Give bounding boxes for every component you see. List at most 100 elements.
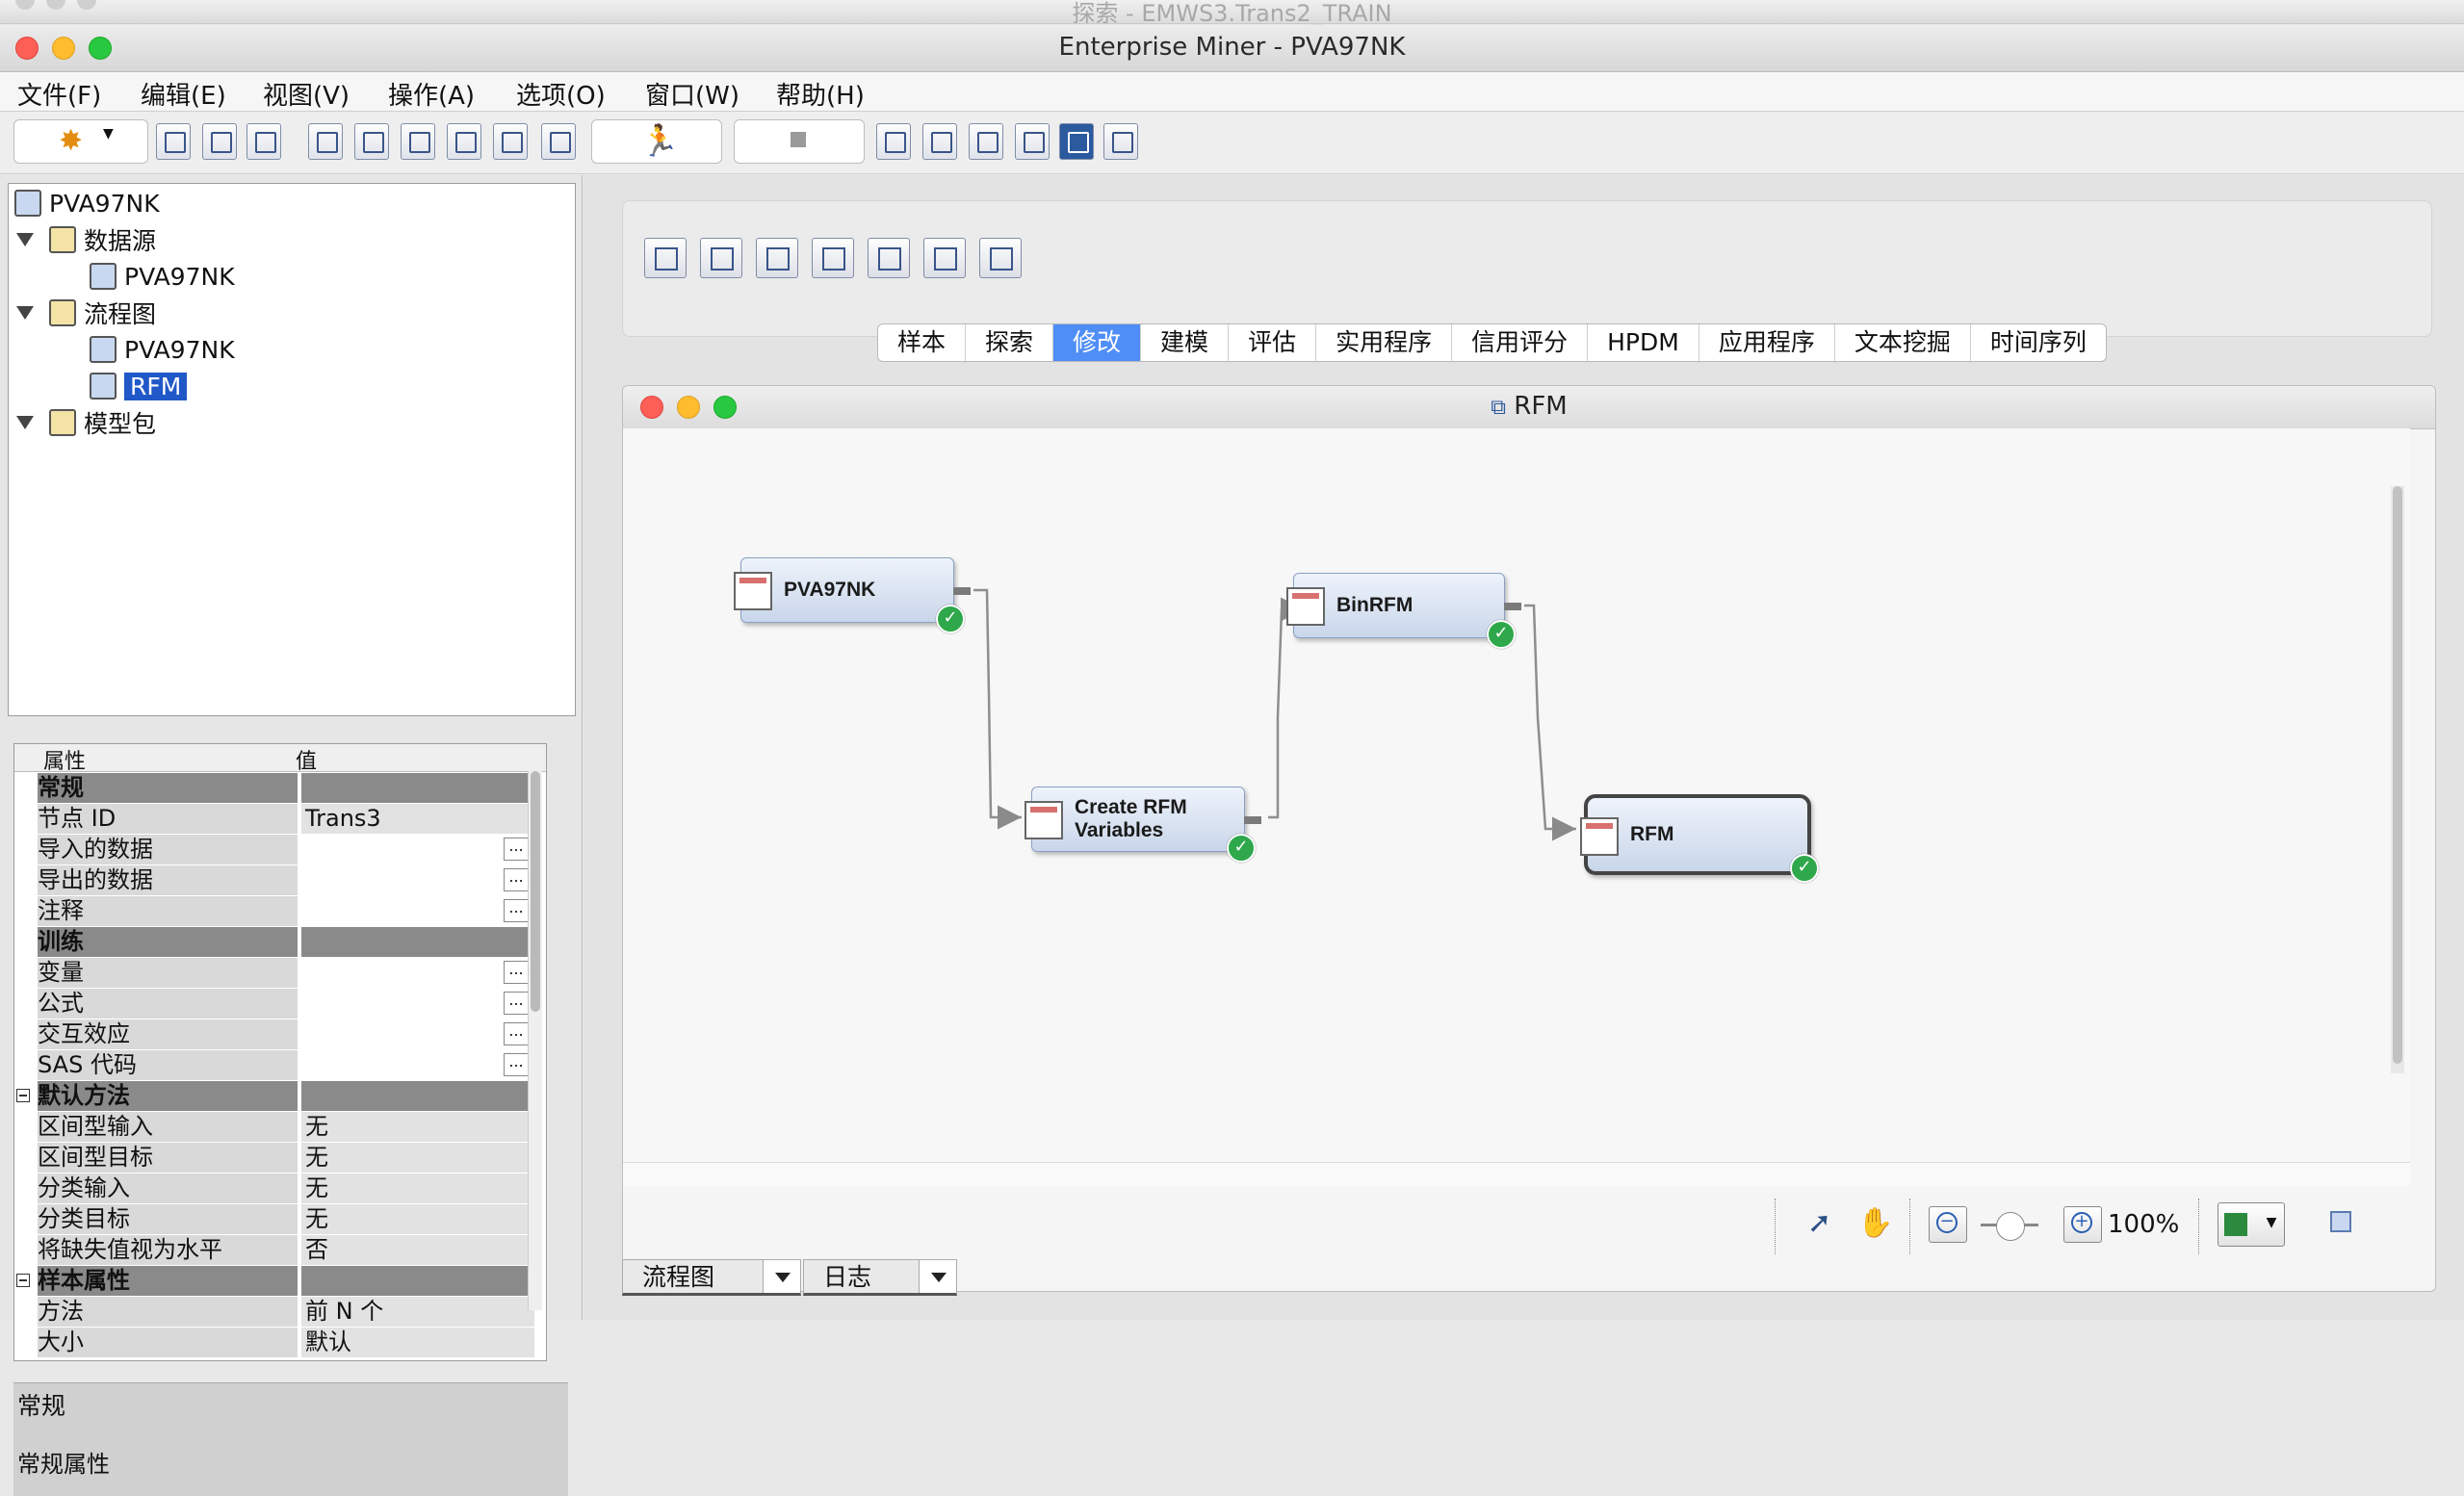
ellipsis-button[interactable]: ...: [504, 961, 529, 984]
property-group-row[interactable]: 默认方法: [14, 1081, 534, 1112]
node-rfm-selected[interactable]: RFM ✓: [1580, 794, 1819, 883]
tree-datasource-folder[interactable]: 数据源: [16, 222, 156, 257]
expand-triangle-icon[interactable]: [16, 306, 34, 320]
help-book-button[interactable]: [1103, 123, 1138, 160]
menu-edit[interactable]: 编辑(E): [141, 82, 226, 111]
tab-category-5[interactable]: 实用程序: [1316, 324, 1453, 361]
expand-triangle-icon[interactable]: [16, 233, 34, 246]
pane-splitter-top[interactable]: [8, 545, 574, 560]
collapse-toggle-icon[interactable]: [16, 1274, 30, 1287]
property-row[interactable]: 将缺失值视为水平否: [14, 1235, 534, 1266]
new-item-dropdown[interactable]: ✸ ▼: [13, 119, 148, 164]
menu-window[interactable]: 窗口(W): [645, 82, 739, 111]
zoom-in-button[interactable]: +: [2063, 1206, 2102, 1243]
property-value[interactable]: [301, 896, 534, 926]
ellipsis-button[interactable]: ...: [504, 992, 529, 1015]
new-project-button[interactable]: [308, 123, 343, 160]
close-diagram-button[interactable]: [640, 396, 663, 419]
ellipsis-button[interactable]: ...: [504, 1053, 529, 1076]
diagram-mode-button[interactable]: [1059, 123, 1094, 160]
close-window-button[interactable]: [15, 37, 39, 60]
property-value[interactable]: [301, 1019, 534, 1049]
property-row[interactable]: 导出的数据...: [14, 865, 534, 896]
ellipsis-button[interactable]: ...: [504, 1022, 529, 1045]
property-row[interactable]: 导入的数据...: [14, 835, 534, 865]
results-button[interactable]: [876, 123, 911, 160]
property-group-row[interactable]: 样本属性: [14, 1266, 534, 1297]
property-row[interactable]: 交互效应...: [14, 1019, 534, 1050]
layout-dropdown-button[interactable]: ▼: [2218, 1202, 2285, 1247]
collapse-toggle-icon[interactable]: [16, 1089, 30, 1102]
menu-file[interactable]: 文件(F): [17, 82, 102, 111]
interactive-binning-tool-button[interactable]: [756, 238, 798, 278]
menu-options[interactable]: 选项(O): [516, 82, 606, 111]
property-value[interactable]: [301, 835, 534, 864]
tab-category-2[interactable]: 修改: [1053, 324, 1142, 361]
tab-category-3[interactable]: 建模: [1141, 324, 1230, 361]
server-button[interactable]: [1015, 123, 1050, 160]
property-value[interactable]: [301, 958, 534, 988]
tree-diagram-folder[interactable]: 流程图: [16, 296, 156, 330]
output-port[interactable]: [953, 587, 971, 595]
ellipsis-button[interactable]: ...: [504, 838, 529, 861]
tree-diagram-item-pva97nk[interactable]: PVA97NK: [90, 332, 235, 367]
window-button[interactable]: [969, 123, 1003, 160]
tree-model-folder[interactable]: 模型包: [16, 405, 156, 440]
property-row[interactable]: 分类目标无: [14, 1204, 534, 1235]
chevron-down-icon[interactable]: [919, 1260, 956, 1293]
tab-log[interactable]: 日志: [803, 1259, 957, 1296]
transform-variables-tool-button[interactable]: [979, 238, 1022, 278]
ellipsis-button[interactable]: ...: [504, 868, 529, 891]
properties-scrollbar[interactable]: [528, 771, 542, 1310]
node-binrfm[interactable]: BinRFM ✓: [1286, 573, 1521, 649]
node-pva97nk[interactable]: PVA97NK ✓: [734, 557, 971, 633]
impute-tool-button[interactable]: [700, 238, 742, 278]
property-value[interactable]: [301, 1050, 534, 1080]
diagram-scrollbar[interactable]: [2391, 486, 2404, 1073]
output-port[interactable]: [1244, 816, 1261, 824]
refresh-button[interactable]: [922, 123, 957, 160]
tab-category-7[interactable]: HPDM: [1588, 324, 1699, 361]
property-row[interactable]: 分类输入无: [14, 1174, 534, 1204]
property-value[interactable]: [301, 989, 534, 1019]
explore-button[interactable]: [493, 123, 528, 160]
tab-flowchart[interactable]: 流程图: [622, 1259, 801, 1296]
property-value[interactable]: [301, 865, 534, 895]
paste-button[interactable]: [202, 123, 237, 160]
hand-pan-icon[interactable]: ✋: [1857, 1206, 1894, 1240]
pointer-tool-icon[interactable]: ➚: [1807, 1206, 1832, 1240]
property-row[interactable]: 变量...: [14, 958, 534, 989]
property-row[interactable]: 大小默认: [14, 1328, 534, 1358]
property-row[interactable]: 区间型目标无: [14, 1143, 534, 1174]
delete-button[interactable]: [246, 123, 281, 160]
copy-button[interactable]: [156, 123, 191, 160]
chevron-down-icon[interactable]: [763, 1260, 800, 1293]
tab-category-6[interactable]: 信用评分: [1452, 324, 1589, 361]
zoom-out-button[interactable]: −: [1929, 1206, 1967, 1243]
open-folder-button[interactable]: [541, 123, 576, 160]
tree-root[interactable]: PVA97NK: [14, 186, 160, 220]
replacement-tool-button[interactable]: [868, 238, 910, 278]
new-diagram-button[interactable]: [354, 123, 389, 160]
expand-triangle-icon[interactable]: [16, 416, 34, 429]
property-row[interactable]: 方法前 N 个: [14, 1297, 534, 1328]
tab-category-4[interactable]: 评估: [1229, 324, 1317, 361]
horizontal-scroll-strip[interactable]: [623, 1162, 2410, 1186]
minimize-window-button[interactable]: [52, 37, 75, 60]
overview-button[interactable]: [2323, 1206, 2362, 1243]
pane-splitter-bottom[interactable]: [8, 1192, 574, 1207]
menu-actions[interactable]: 操作(A): [388, 82, 476, 111]
property-row[interactable]: 注释...: [14, 896, 534, 927]
tree-datasource-item[interactable]: PVA97NK: [90, 259, 235, 294]
tab-category-10[interactable]: 时间序列: [1989, 328, 2087, 356]
property-row[interactable]: 公式...: [14, 989, 534, 1019]
property-row[interactable]: 区间型输入无: [14, 1112, 534, 1143]
minimize-diagram-button[interactable]: [677, 396, 700, 419]
new-library-button[interactable]: [401, 123, 435, 160]
menu-view[interactable]: 视图(V): [263, 82, 350, 111]
property-group-row[interactable]: 常规: [14, 773, 534, 804]
zoom-diagram-button[interactable]: [713, 396, 737, 419]
run-button[interactable]: 🏃: [591, 119, 722, 164]
